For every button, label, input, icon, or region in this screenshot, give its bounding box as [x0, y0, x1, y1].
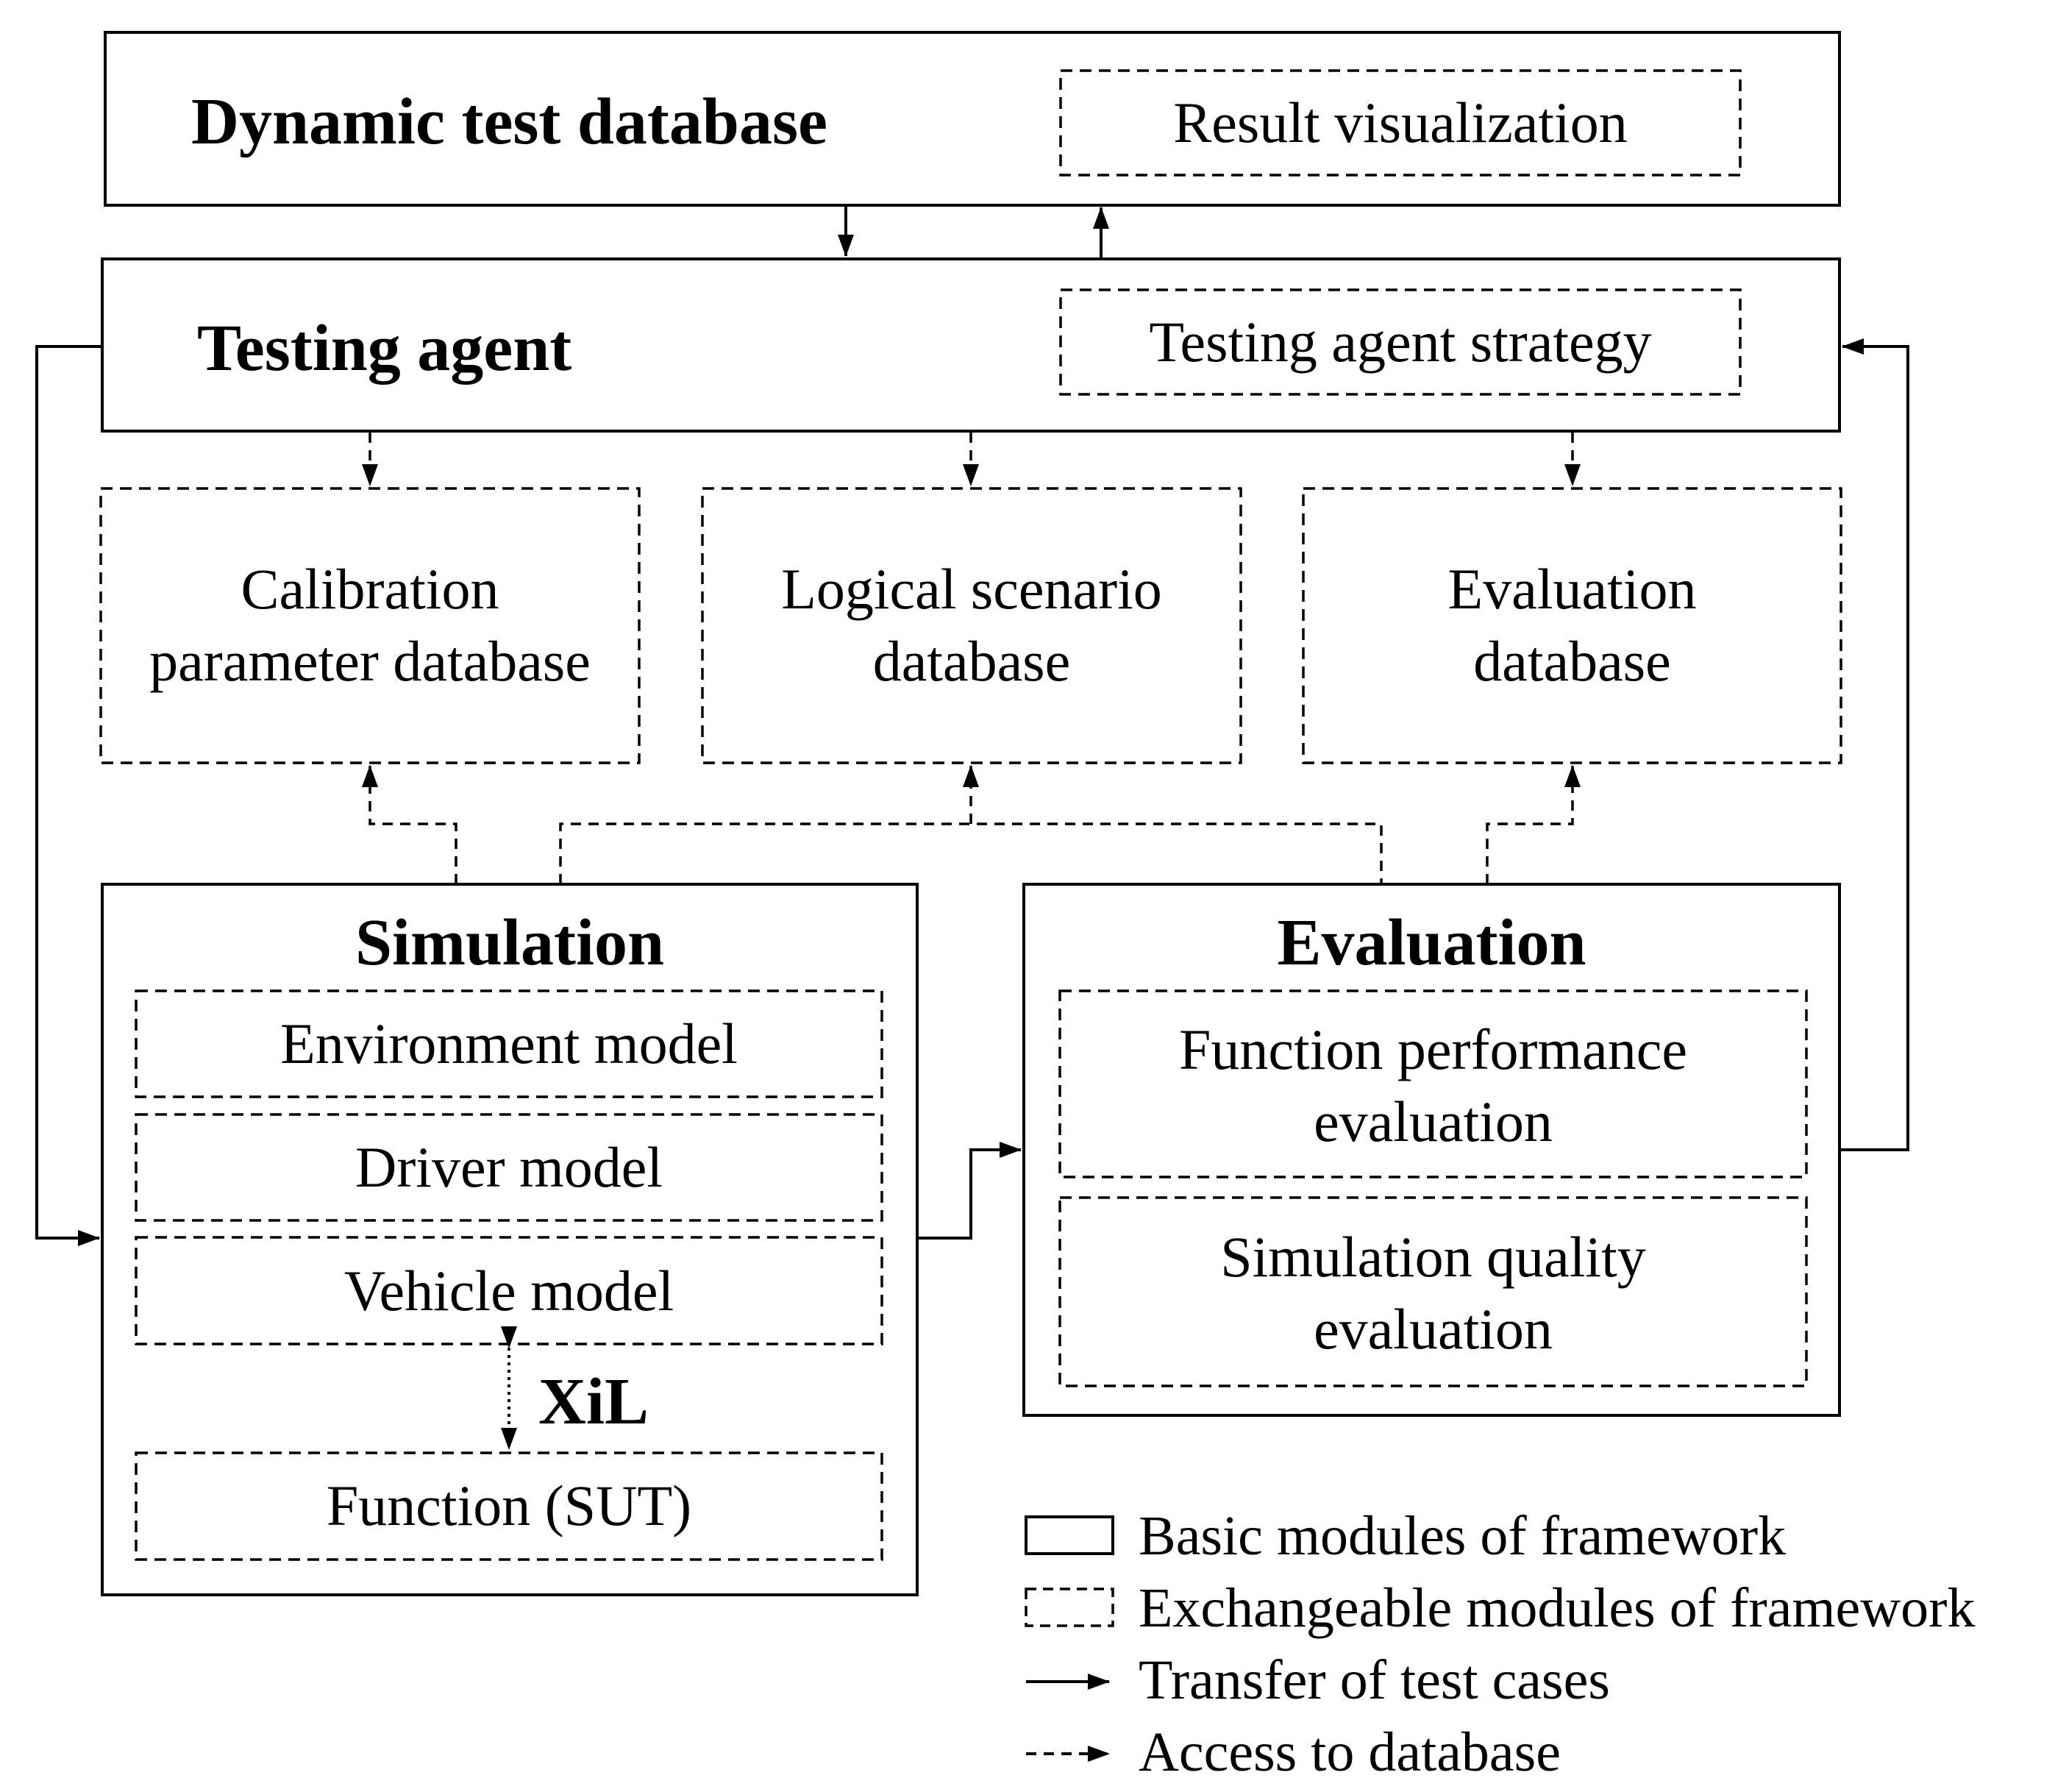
- arrow-evaluation-to-evaluation-db: [1486, 765, 1581, 884]
- arrow-agent-to-simulation: [35, 345, 102, 1246]
- evaluation-db-box: [1302, 487, 1842, 764]
- testing-agent-strategy-label: Testing agent strategy: [1149, 310, 1652, 374]
- legend-dashed-box-icon: [1025, 1587, 1114, 1627]
- arrow-simulation-to-calibration-db: [362, 765, 457, 884]
- arrow-simulation-to-evaluation: [917, 1142, 1022, 1240]
- evaluation-db-line1: Evaluation: [1447, 557, 1697, 621]
- simulation-quality-box: [1058, 1196, 1808, 1387]
- xil-label: XiL: [538, 1365, 649, 1438]
- driver-model-label: Driver model: [355, 1135, 663, 1199]
- simulation-quality-line1: Simulation quality: [1220, 1225, 1646, 1289]
- legend-transfer-test-cases: Transfer of test cases: [1139, 1649, 1610, 1711]
- vehicle-model-label: Vehicle model: [343, 1259, 674, 1323]
- legend-exchangeable-modules: Exchangeable modules of framework: [1139, 1577, 1976, 1639]
- logical-scenario-db-line1: Logical scenario: [781, 557, 1162, 621]
- function-sut-box: [135, 1451, 883, 1561]
- evaluation-title: Evaluation: [1277, 906, 1586, 979]
- dynamic-test-database-box: [104, 31, 1841, 207]
- function-performance-box: [1058, 989, 1808, 1178]
- legend-access-database: Access to database: [1139, 1721, 1561, 1783]
- logical-scenario-db-box: [701, 487, 1242, 764]
- simulation-quality-line2: evaluation: [1314, 1297, 1553, 1361]
- legend-solid-box-icon: [1025, 1515, 1114, 1555]
- calibration-db-line2: parameter database: [149, 629, 591, 693]
- function-performance-line2: evaluation: [1314, 1089, 1553, 1153]
- result-visualization-label: Result visualization: [1173, 90, 1628, 154]
- function-performance-line1: Function performance: [1179, 1017, 1687, 1081]
- calibration-db-line1: Calibration: [241, 557, 499, 621]
- function-sut-label: Function (SUT): [326, 1473, 692, 1537]
- calibration-db-box: [99, 487, 641, 764]
- simulation-title: Simulation: [355, 906, 665, 979]
- driver-model-box: [135, 1113, 883, 1222]
- legend-basic-modules: Basic modules of framework: [1139, 1505, 1787, 1567]
- result-visualization-box: [1059, 69, 1742, 177]
- arrow-simulation-to-scenario-db: [559, 822, 1383, 884]
- environment-model-box: [135, 989, 883, 1098]
- logical-scenario-db-line2: database: [872, 629, 1071, 693]
- testing-agent-title: Testing agent: [197, 312, 572, 385]
- evaluation-db-line2: database: [1473, 629, 1671, 693]
- testing-agent-strategy-box: [1059, 288, 1742, 396]
- environment-model-label: Environment model: [280, 1011, 738, 1075]
- dynamic-test-database-title: Dynamic test database: [191, 85, 827, 158]
- arrow-evaluation-to-agent: [1839, 338, 1909, 1151]
